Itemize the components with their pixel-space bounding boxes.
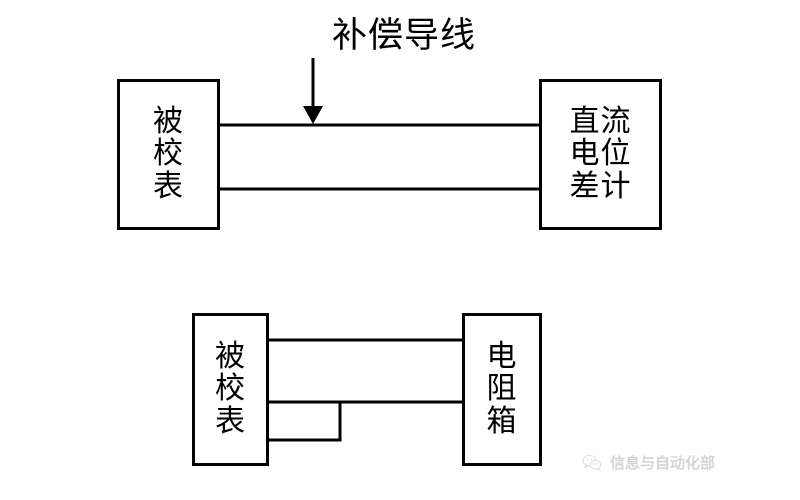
wechat-icon xyxy=(582,454,602,472)
watermark: 信息与自动化部 xyxy=(582,452,715,473)
watermark-text: 信息与自动化部 xyxy=(610,455,716,472)
top-left-box-outline xyxy=(117,79,220,230)
bottom-right-box-outline xyxy=(462,313,542,466)
compensation-wire-arrow-head xyxy=(303,106,323,124)
compensation-wire-label: 补偿导线 xyxy=(332,16,477,55)
top-right-box-outline xyxy=(539,79,662,230)
bottom-left-box-outline xyxy=(192,313,269,466)
